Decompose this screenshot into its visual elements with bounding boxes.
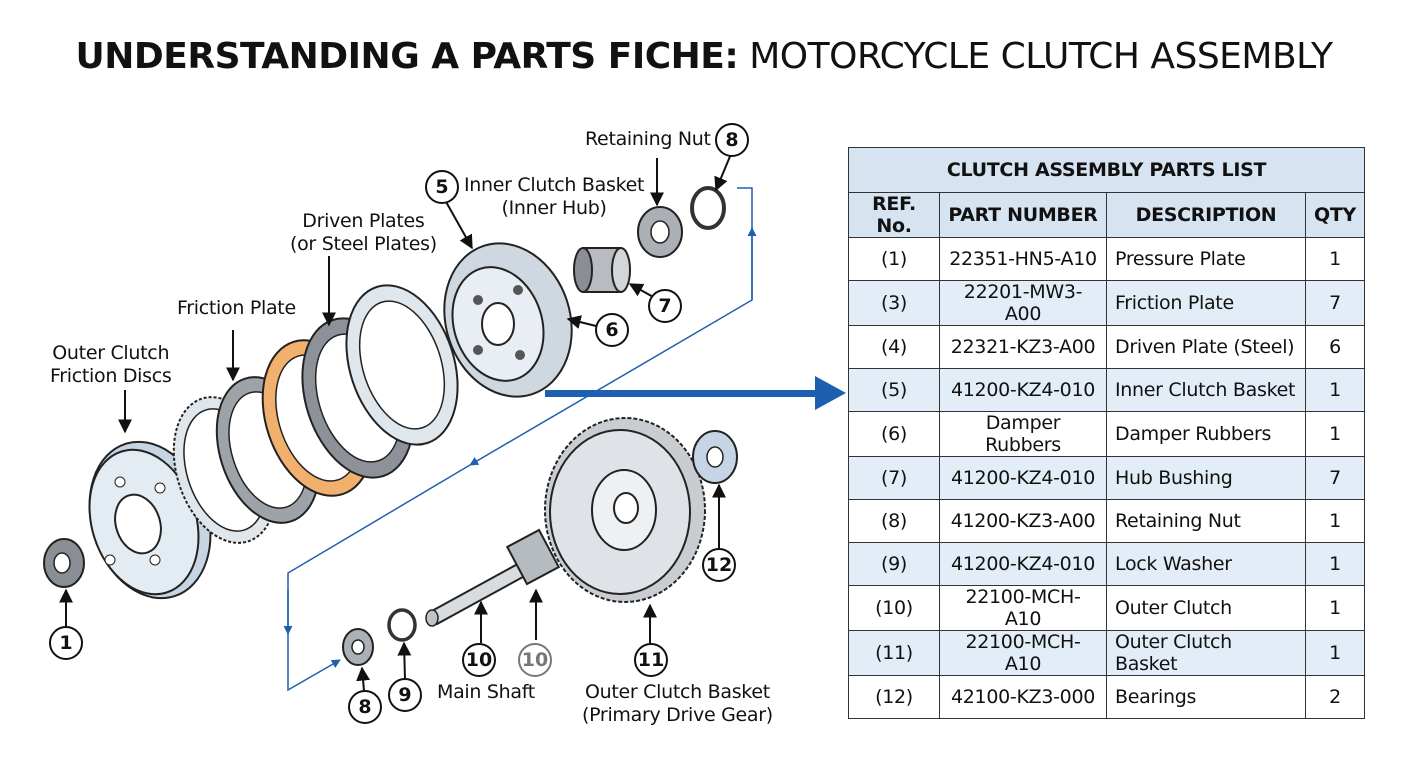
callout-6: 6 (595, 313, 629, 347)
cell-part-number: Damper Rubbers (939, 411, 1107, 457)
cell-part-number: 22321-KZ3-A00 (939, 325, 1107, 369)
main-shaft-part (425, 528, 561, 627)
cell-description: Hub Bushing (1105, 456, 1307, 500)
cell-ref: (8) (848, 499, 940, 543)
cell-description: Outer Clutch Basket (1105, 630, 1307, 676)
callout-11: 11 (634, 643, 668, 677)
cell-part-number: 41200-KZ4-010 (939, 368, 1107, 412)
retaining-nut-part (637, 206, 683, 258)
parts-list-table: CLUTCH ASSEMBLY PARTS LIST REF. No. PART… (848, 147, 1365, 719)
cell-qty: 1 (1305, 542, 1365, 586)
hub-bushing-part (573, 247, 631, 293)
cell-part-number: 42100-KZ3-000 (939, 675, 1107, 719)
cell-ref: (12) (848, 675, 940, 719)
outer-clutch-basket-part (544, 417, 706, 603)
label-friction-plate: Friction Plate (177, 297, 296, 319)
cell-description: Pressure Plate (1105, 237, 1307, 281)
cell-qty: 7 (1305, 280, 1365, 326)
bottom-retaining-nut-part (342, 628, 374, 666)
cell-part-number: 41200-KZ4-010 (939, 542, 1107, 586)
cell-ref: (10) (848, 585, 940, 631)
label-retaining-nut: Retaining Nut (585, 128, 711, 150)
cell-ref: (7) (848, 456, 940, 500)
pressure-plate-nut-part (43, 538, 85, 588)
label-main-shaft: Main Shaft (437, 681, 535, 703)
page-title: UNDERSTANDING A PARTS FICHE: MOTORCYCLE … (0, 36, 1408, 77)
bottom-lock-washer-part (387, 608, 417, 642)
label-outer-clutch-basket: Outer Clutch Basket (Primary Drive Gear) (582, 681, 773, 726)
lock-washer-part (690, 186, 726, 230)
cell-part-number: 41200-KZ4-010 (939, 456, 1107, 500)
callout-10-faded: 10 (518, 643, 552, 677)
cell-qty: 1 (1305, 630, 1365, 676)
cell-description: Retaining Nut (1105, 499, 1307, 543)
header-ref-no: REF. No. (848, 192, 940, 238)
title-bold: UNDERSTANDING A PARTS FICHE: (75, 36, 739, 77)
cell-description: Inner Clutch Basket (1105, 368, 1307, 412)
cell-ref: (3) (848, 280, 940, 326)
callout-9: 9 (388, 678, 422, 712)
cell-ref: (1) (848, 237, 940, 281)
cell-part-number: 22100-MCH-A10 (939, 585, 1107, 631)
inner-clutch-basket-part (443, 242, 573, 398)
cell-part-number: 22351-HN5-A10 (939, 237, 1107, 281)
callout-5: 5 (425, 170, 459, 204)
table-pointer-arrow (545, 376, 846, 410)
cell-qty: 1 (1305, 237, 1365, 281)
cell-description: Friction Plate (1105, 280, 1307, 326)
cell-qty: 1 (1305, 585, 1365, 631)
assembly-flow-lines (283, 187, 757, 692)
cell-ref: (6) (848, 411, 940, 457)
cell-qty: 7 (1305, 456, 1365, 500)
callout-7: 7 (648, 289, 682, 323)
cell-description: Bearings (1105, 675, 1307, 719)
cell-part-number: 22100-MCH-A10 (939, 630, 1107, 676)
cell-description: Lock Washer (1105, 542, 1307, 586)
cell-qty: 1 (1305, 411, 1365, 457)
title-light: MOTORCYCLE CLUTCH ASSEMBLY (749, 36, 1333, 77)
cell-ref: (5) (848, 368, 940, 412)
cell-description: Driven Plate (Steel) (1105, 325, 1307, 369)
cell-qty: 1 (1305, 368, 1365, 412)
cell-qty: 2 (1305, 675, 1365, 719)
label-outer-clutch-friction-discs: Outer Clutch Friction Discs (50, 342, 172, 387)
label-inner-clutch-basket: Inner Clutch Basket (Inner Hub) (464, 174, 645, 219)
callout-8-bottom: 8 (348, 690, 382, 724)
callout-12: 12 (702, 548, 736, 582)
table-header-row: REF. No. PART NUMBER DESCRIPTION QTY (848, 192, 1365, 238)
clutch-plate-stack (172, 284, 459, 544)
cell-ref: (9) (848, 542, 940, 586)
cell-ref: (11) (848, 630, 940, 676)
cell-part-number: 41200-KZ3-A00 (939, 499, 1107, 543)
cell-qty: 6 (1305, 325, 1365, 369)
callout-10: 10 (462, 643, 496, 677)
cell-description: Outer Clutch (1105, 585, 1307, 631)
cell-description: Damper Rubbers (1105, 411, 1307, 457)
cell-part-number: 22201-MW3-A00 (939, 280, 1107, 326)
table-caption: CLUTCH ASSEMBLY PARTS LIST (848, 147, 1365, 193)
callout-8-top: 8 (715, 123, 749, 157)
cell-ref: (4) (848, 325, 940, 369)
cell-qty: 1 (1305, 499, 1365, 543)
header-part-number: PART NUMBER (939, 192, 1107, 238)
label-driven-plates: Driven Plates (or Steel Plates) (290, 210, 437, 255)
bearing-part (692, 430, 738, 484)
callout-1: 1 (49, 626, 83, 660)
header-qty: QTY (1305, 192, 1365, 238)
header-description: DESCRIPTION (1105, 192, 1307, 238)
